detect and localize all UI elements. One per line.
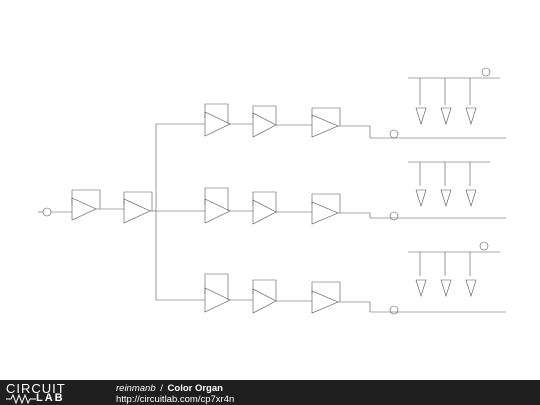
band1-filter-opamp bbox=[204, 111, 231, 137]
band2-filter-opamp bbox=[204, 198, 231, 224]
band1-vref bbox=[481, 67, 491, 77]
band2-comparator-3 bbox=[465, 189, 477, 208]
footer-bar: CIRCUIT LAB reinmanb / Color Organ http:… bbox=[0, 380, 540, 405]
band3-filter-opamp bbox=[204, 287, 231, 313]
logo-word-circuit: CIRCUIT bbox=[6, 381, 66, 396]
meta-separator: / bbox=[160, 383, 163, 394]
band3-gain-opamp bbox=[252, 288, 277, 314]
band3-comparator-2 bbox=[440, 279, 452, 298]
band2-comparator-2 bbox=[440, 189, 452, 208]
circuit-meta: reinmanb / Color Organ bbox=[116, 383, 223, 394]
band3-comparator-3 bbox=[465, 279, 477, 298]
band1-gain-opamp bbox=[252, 112, 277, 138]
band1-comparator-2 bbox=[440, 107, 452, 126]
band2-gain-opamp bbox=[252, 199, 277, 225]
schematic-canvas bbox=[38, 67, 506, 315]
band3-vref bbox=[479, 241, 489, 251]
band1-rectifier-opamp bbox=[311, 114, 339, 138]
gain-opamp bbox=[123, 198, 151, 224]
input-buffer-opamp bbox=[71, 197, 97, 221]
band2-comparator-1 bbox=[415, 189, 427, 208]
band3-rectifier-opamp bbox=[311, 290, 339, 314]
band2-rectifier-opamp bbox=[311, 201, 339, 225]
band3-comparator-1 bbox=[415, 279, 427, 298]
band1-comparator-1 bbox=[415, 107, 427, 126]
circuitlab-logo[interactable]: CIRCUIT LAB bbox=[6, 382, 92, 404]
circuit-url[interactable]: http://circuitlab.com/cp7xr4n bbox=[116, 394, 235, 405]
author-link[interactable]: reinmanb bbox=[116, 383, 156, 394]
band1-supply bbox=[389, 129, 399, 139]
waveform-icon bbox=[6, 394, 36, 404]
logo-word-lab: LAB bbox=[36, 392, 65, 404]
band3-supply bbox=[389, 305, 399, 315]
input-source bbox=[42, 207, 52, 217]
band1-comparator-3 bbox=[465, 107, 477, 126]
circuit-title: Color Organ bbox=[167, 383, 223, 394]
band2-supply bbox=[389, 211, 399, 221]
